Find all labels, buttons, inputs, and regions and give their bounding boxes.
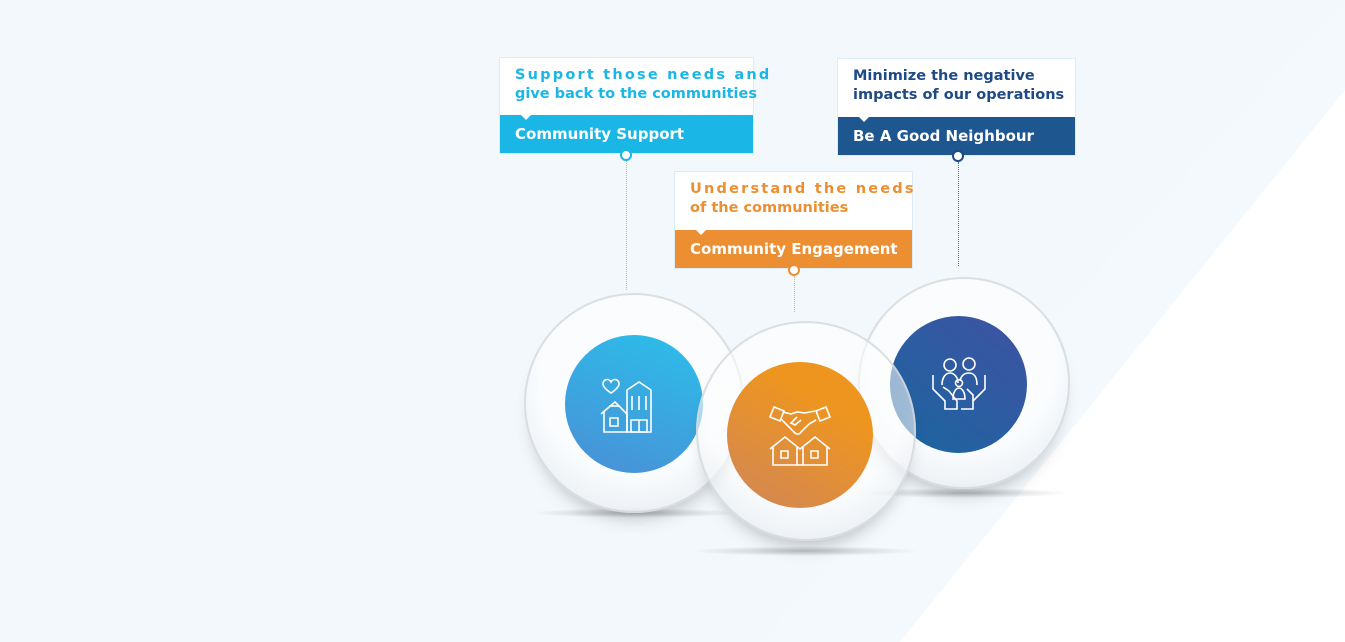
good-neighbour-card: Minimize the negative impacts of our ope… <box>837 58 1076 156</box>
good-neighbour-title: Be A Good Neighbour <box>838 116 1075 155</box>
connector-dot <box>952 150 964 162</box>
house-building-heart-icon <box>600 378 652 433</box>
description-line: Understand the needs <box>690 181 916 197</box>
handshake-houses-icon <box>768 405 832 466</box>
community-support-title: Community Support <box>500 114 753 153</box>
community-engagement-circle <box>727 362 873 508</box>
description-line: give back to the communities <box>515 86 757 102</box>
connector-line <box>794 276 795 312</box>
circle-shadow <box>860 488 1070 498</box>
description-line: of the communities <box>690 200 849 216</box>
good-neighbour-description: Minimize the negative impacts of our ope… <box>853 67 1064 105</box>
description-line: impacts of our operations <box>853 87 1065 103</box>
description-line: Support those needs and <box>515 67 772 83</box>
circle-shadow <box>690 546 920 556</box>
community-support-card: Support those needs and give back to the… <box>499 57 769 154</box>
connector-line <box>958 162 959 266</box>
connector-line <box>626 160 627 290</box>
community-support-description: Support those needs and give back to the… <box>515 66 771 104</box>
connector-dot <box>788 264 800 276</box>
community-engagement-title: Community Engagement <box>675 229 912 268</box>
connector-dot <box>620 149 632 161</box>
community-support-circle <box>565 335 703 473</box>
circle-shadow <box>530 508 740 518</box>
description-line: Minimize the negative <box>853 68 1035 84</box>
community-engagement-card: Understand the needs of the communities … <box>674 171 916 269</box>
good-neighbour-circle <box>890 316 1027 453</box>
community-engagement-description: Understand the needs of the communities <box>690 180 916 218</box>
family-in-hands-icon <box>931 356 986 410</box>
